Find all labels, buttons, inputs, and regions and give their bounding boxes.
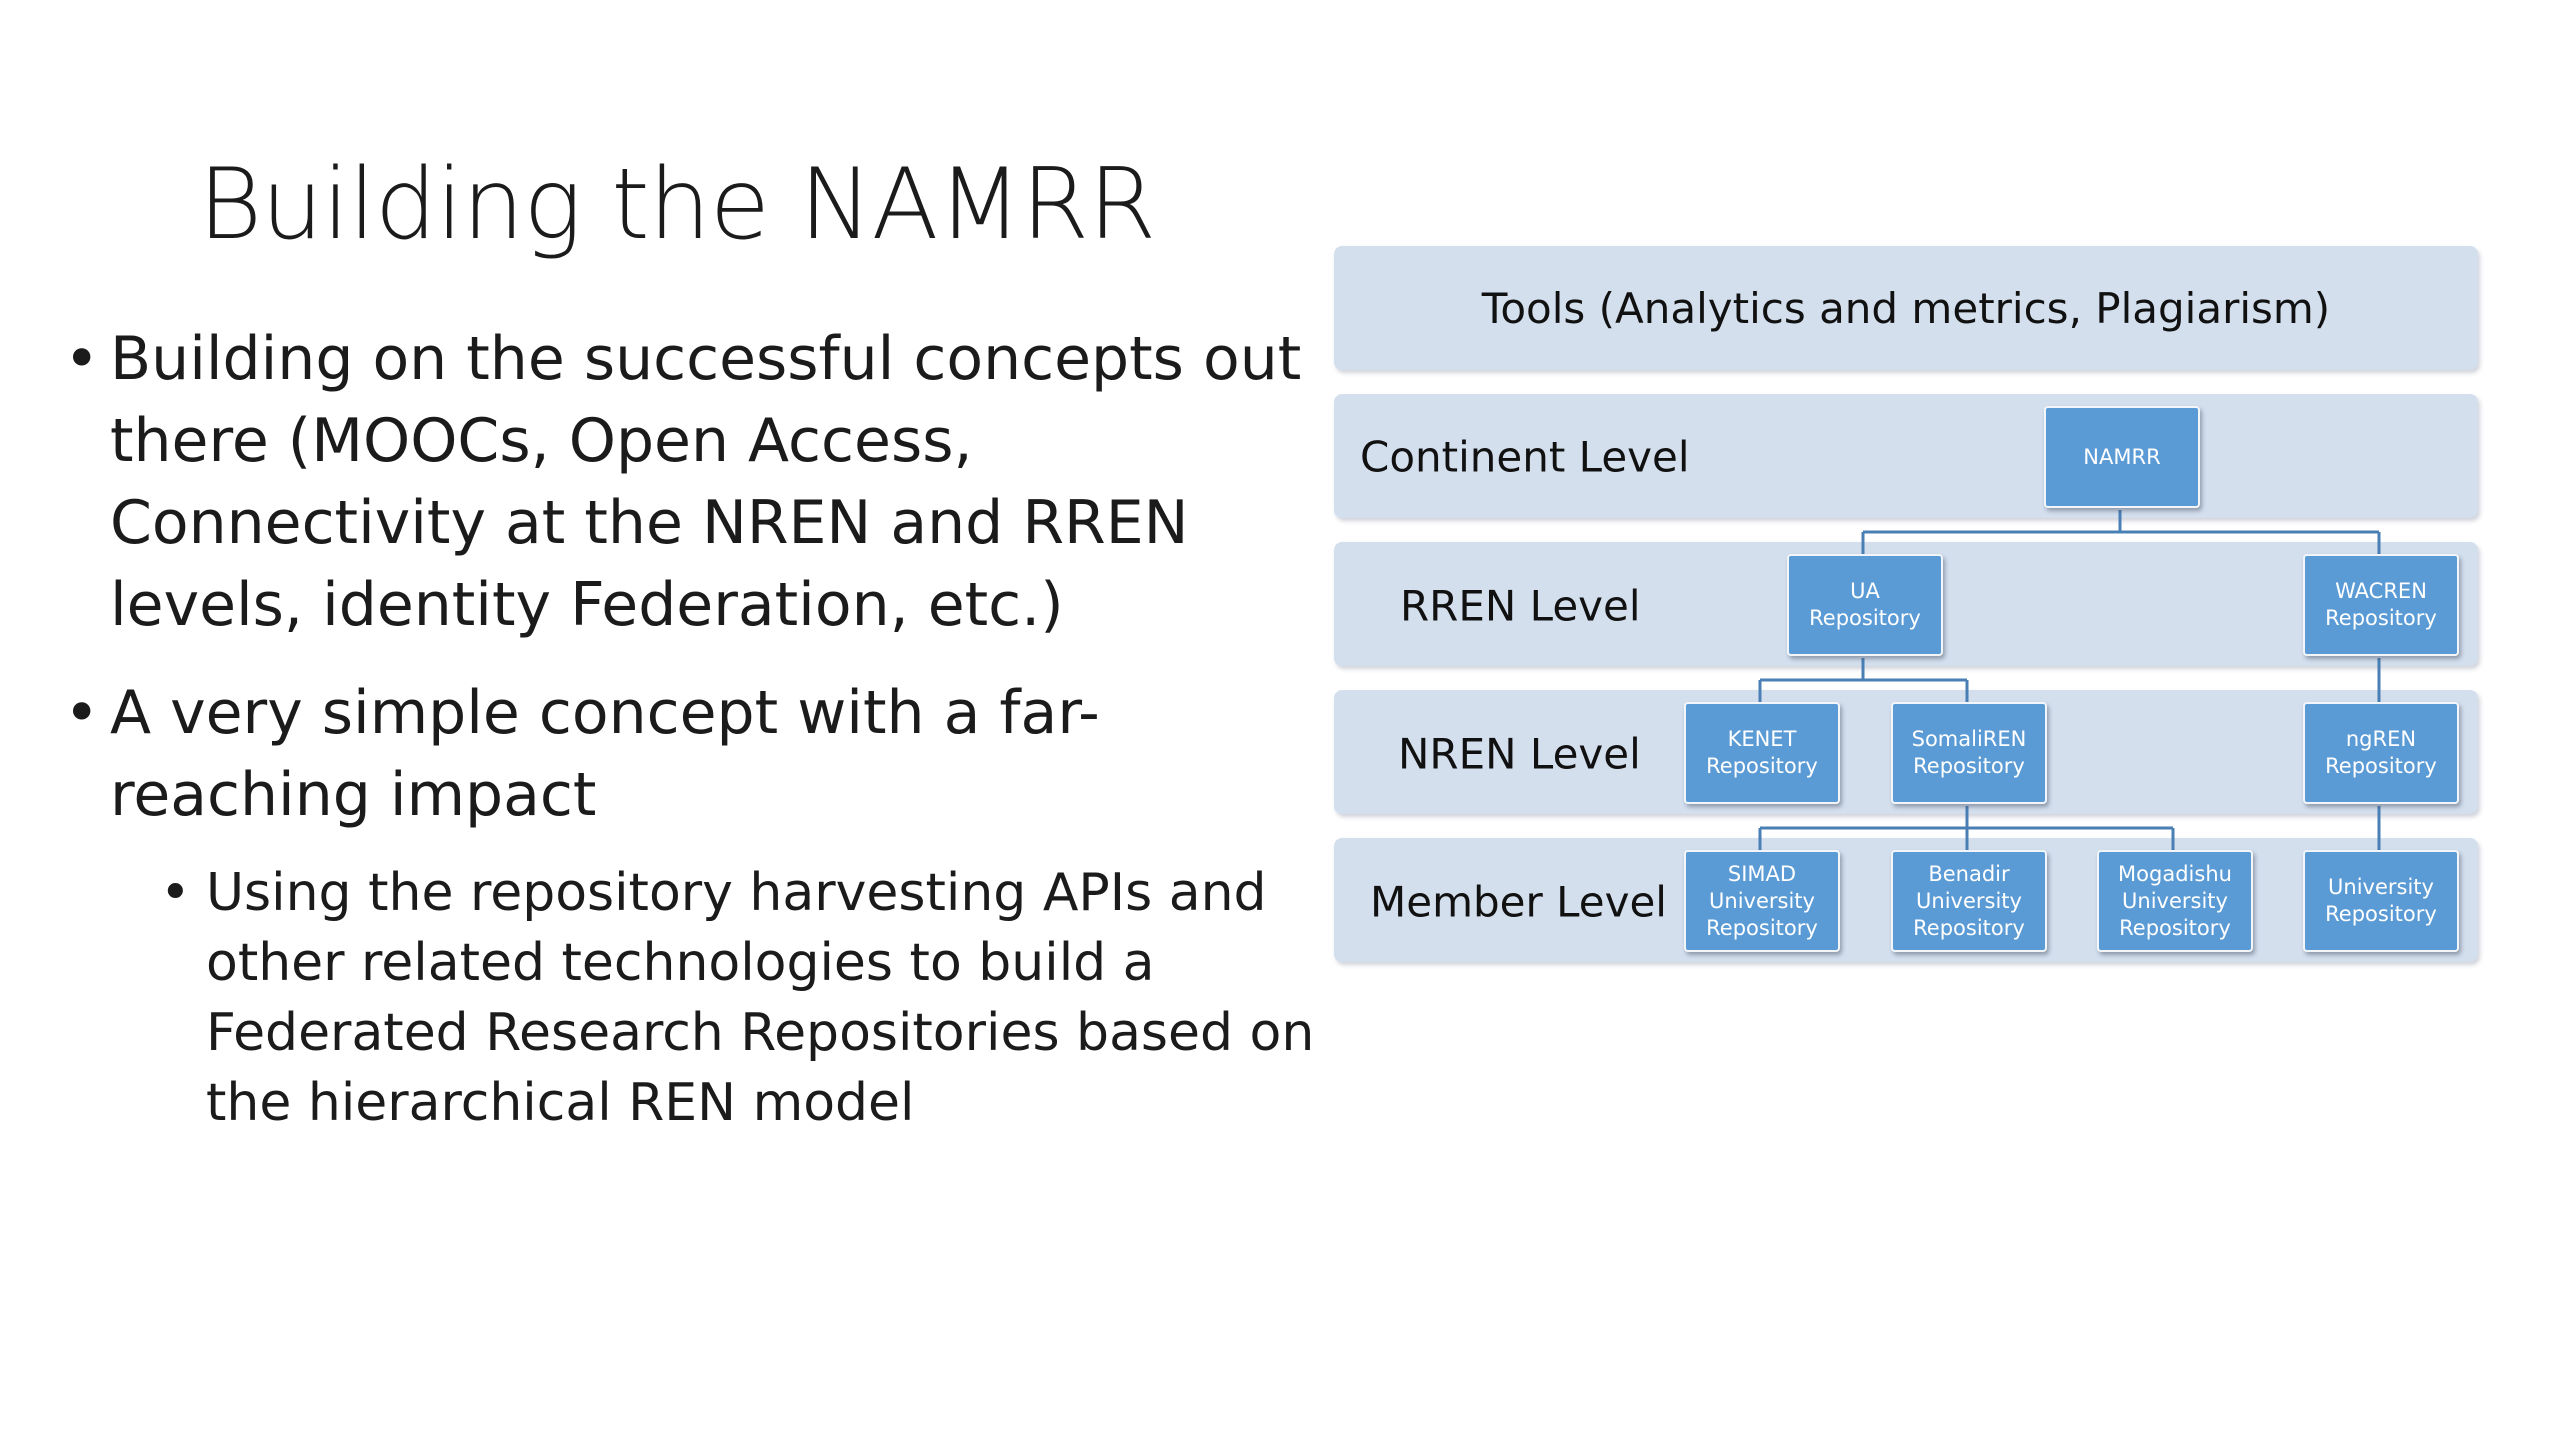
node-mogadishu-university-repository: Mogadishu University Repository	[2097, 850, 2253, 952]
node-ua-repository: UA Repository	[1787, 554, 1943, 656]
connector-lines	[1758, 510, 2381, 852]
node-ngren-repository: ngREN Repository	[2303, 702, 2459, 804]
rren-level-label: RREN Level	[1400, 581, 1641, 631]
node-wacren-repository: WACREN Repository	[2303, 554, 2459, 656]
sub-bullet-item: • Using the repository harvesting APIs a…	[110, 858, 1320, 1138]
bullet-item: • Building on the successful concepts ou…	[60, 318, 1320, 646]
slide-title: Building the NAMRR	[198, 148, 1156, 262]
bullet-dot-icon: •	[64, 678, 100, 748]
bullet-dot-icon: •	[64, 324, 100, 394]
node-benadir-university-repository: Benadir University Repository	[1891, 850, 2047, 952]
sub-bullet-text: Using the repository harvesting APIs and…	[206, 863, 1315, 1133]
sub-bullet-list: • Using the repository harvesting APIs a…	[110, 858, 1320, 1138]
bullet-text: Building on the successful concepts out …	[110, 324, 1302, 640]
node-simad-university-repository: SIMAD University Repository	[1684, 850, 1840, 952]
member-level-label: Member Level	[1370, 877, 1667, 927]
node-kenet-repository: KENET Repository	[1684, 702, 1840, 804]
hierarchy-diagram: Tools (Analytics and metrics, Plagiarism…	[1334, 246, 2486, 966]
bullet-dot-icon: •	[160, 863, 191, 923]
node-somaliren-repository: SomaliREN Repository	[1891, 702, 2047, 804]
continent-level-label: Continent Level	[1360, 432, 1690, 482]
bullet-item: • A very simple concept with a far-reach…	[60, 672, 1320, 1138]
tools-label: Tools (Analytics and metrics, Plagiarism…	[1481, 283, 2331, 333]
node-university-repository: University Repository	[2303, 850, 2459, 952]
node-namrr: NAMRR	[2044, 406, 2200, 508]
bullet-text: A very simple concept with a far-reachin…	[110, 678, 1100, 830]
continent-level-band	[1334, 394, 2478, 518]
tools-band: Tools (Analytics and metrics, Plagiarism…	[1334, 246, 2478, 370]
nren-level-label: NREN Level	[1398, 729, 1641, 779]
bullet-list: • Building on the successful concepts ou…	[60, 318, 1320, 1164]
